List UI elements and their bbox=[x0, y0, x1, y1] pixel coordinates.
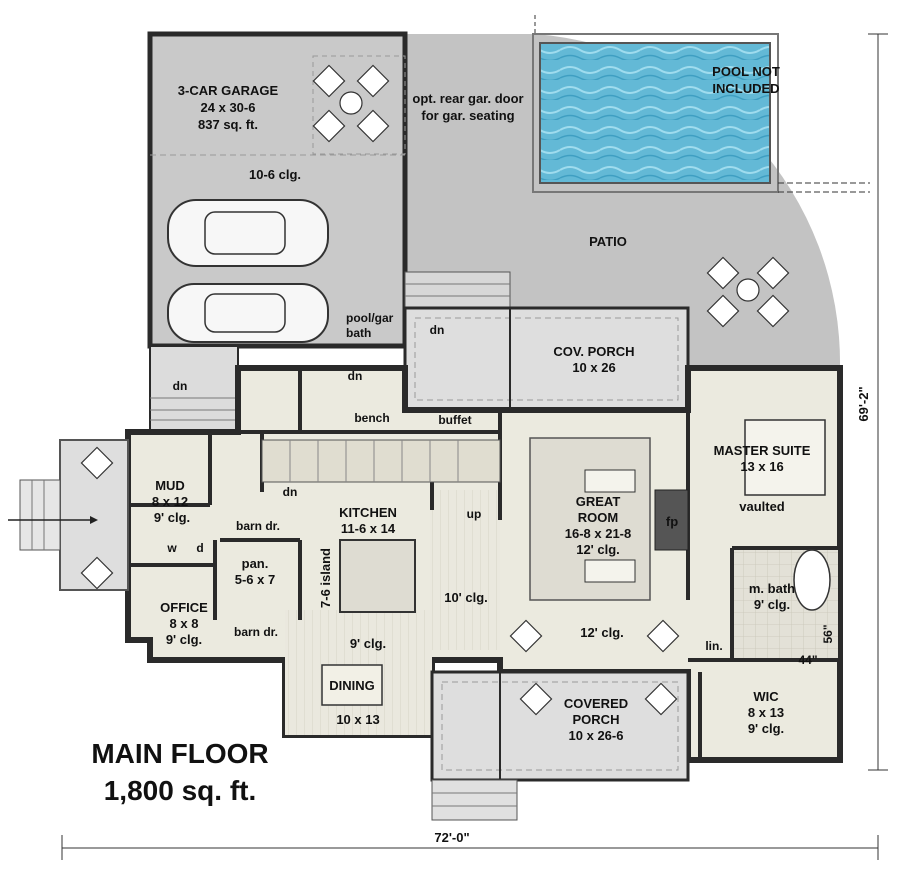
car-1 bbox=[167, 199, 329, 267]
garage-ceiling: 10-6 clg. bbox=[249, 167, 301, 182]
dining-size: 10 x 13 bbox=[336, 712, 379, 727]
pool-deck-edge bbox=[532, 33, 779, 193]
patio-steps bbox=[404, 271, 511, 309]
great-room-ceiling: 12' clg. bbox=[576, 542, 620, 557]
wic-size: 8 x 13 bbox=[748, 705, 784, 720]
dryer-label: d bbox=[196, 541, 203, 555]
shower-dim-56: 56" bbox=[821, 624, 835, 643]
barn-door-label-2: barn dr. bbox=[234, 625, 278, 639]
mud-ceiling: 9' clg. bbox=[154, 510, 190, 525]
garage-door-note-2: for gar. seating bbox=[421, 108, 514, 123]
dining-name: DINING bbox=[329, 678, 375, 693]
kitchen-island bbox=[339, 539, 416, 613]
dimension-lines bbox=[61, 15, 888, 860]
cov-porch-size: 10 x 26 bbox=[572, 360, 615, 375]
fireplace bbox=[654, 489, 689, 551]
cov-porch-name: COV. PORCH bbox=[553, 344, 634, 359]
garage-area: 837 sq. ft. bbox=[198, 117, 258, 132]
ceiling-10-label: 10' clg. bbox=[444, 590, 488, 605]
garage-size: 24 x 30-6 bbox=[201, 100, 256, 115]
front-steps bbox=[431, 779, 518, 821]
garage-steps bbox=[149, 345, 239, 433]
rear-covered-porch bbox=[403, 306, 690, 412]
patio-label: PATIO bbox=[589, 234, 627, 249]
down-label-garage: dn bbox=[173, 379, 188, 393]
sofa-bottom bbox=[584, 559, 636, 583]
down-label-patio: dn bbox=[430, 323, 445, 337]
shower-dim-44: 44" bbox=[798, 653, 817, 667]
office-size: 8 x 8 bbox=[170, 616, 199, 631]
mud-name: MUD bbox=[155, 478, 185, 493]
bench-label: bench bbox=[354, 411, 389, 425]
depth-dimension: 69'-2" bbox=[856, 386, 871, 421]
barn-door-label-1: barn dr. bbox=[236, 519, 280, 533]
fireplace-label: fp bbox=[666, 514, 678, 529]
master-bed bbox=[744, 419, 826, 496]
ceiling-12-label: 12' clg. bbox=[580, 625, 624, 640]
garage-seating-zone bbox=[312, 55, 406, 155]
kitchen-name: KITCHEN bbox=[339, 505, 397, 520]
master-suite-name: MASTER SUITE bbox=[714, 443, 811, 458]
office-ceiling: 9' clg. bbox=[166, 632, 202, 647]
pool bbox=[539, 42, 771, 184]
garage-door-note-1: opt. rear gar. door bbox=[412, 91, 523, 106]
m-bath-name: m. bath bbox=[749, 581, 795, 596]
width-dimension: 72'-0" bbox=[434, 830, 469, 845]
m-bath-ceiling: 9' clg. bbox=[754, 597, 790, 612]
patio-area bbox=[405, 34, 841, 368]
master-suite-size: 13 x 16 bbox=[740, 459, 783, 474]
dining-table bbox=[321, 664, 383, 706]
buffet-label: buffet bbox=[438, 413, 471, 427]
pool-gar-bath-label-2: bath bbox=[346, 326, 371, 340]
sofa-top bbox=[584, 469, 636, 493]
interior bbox=[125, 365, 843, 763]
kitchen-ceiling: 9' clg. bbox=[350, 636, 386, 651]
covered-porch-size: 10 x 26-6 bbox=[569, 728, 624, 743]
down-label-bath: dn bbox=[348, 369, 363, 383]
garage-name: 3-CAR GARAGE bbox=[178, 83, 279, 98]
covered-porch-name: COVERED bbox=[564, 696, 628, 711]
wic-name: WIC bbox=[753, 689, 779, 704]
master-suite-ceiling: vaulted bbox=[739, 499, 785, 514]
car-2 bbox=[167, 283, 329, 343]
plan-title: MAIN FLOOR bbox=[91, 738, 268, 769]
staircase bbox=[261, 439, 501, 483]
pool-note-1: POOL NOT bbox=[712, 64, 780, 79]
down-label-stair: dn bbox=[283, 485, 298, 499]
great-room-name-2: ROOM bbox=[578, 510, 618, 525]
up-label: up bbox=[467, 507, 482, 521]
pantry-size: 5-6 x 7 bbox=[235, 572, 275, 587]
linen-label: lin. bbox=[705, 639, 722, 653]
pantry-name: pan. bbox=[242, 556, 269, 571]
pool-gar-bath-label: pool/gar bbox=[346, 311, 394, 325]
mud-size: 8 x 12 bbox=[152, 494, 188, 509]
bathtub bbox=[793, 549, 831, 611]
great-room-size: 16-8 x 21-8 bbox=[565, 526, 632, 541]
great-room-name: GREAT bbox=[576, 494, 621, 509]
pool-note-2: INCLUDED bbox=[712, 81, 779, 96]
front-covered-porch bbox=[430, 670, 690, 782]
side-entry-steps bbox=[19, 479, 61, 551]
patio-chairs bbox=[80, 64, 790, 716]
kitchen-island: 7-6 island bbox=[318, 548, 333, 608]
office-name: OFFICE bbox=[160, 600, 208, 615]
kitchen-size: 11-6 x 14 bbox=[341, 521, 396, 536]
wic-ceiling: 9' clg. bbox=[748, 721, 784, 736]
plan-area: 1,800 sq. ft. bbox=[104, 775, 257, 806]
covered-porch-name-2: PORCH bbox=[573, 712, 620, 727]
washer-label: w bbox=[166, 541, 177, 555]
